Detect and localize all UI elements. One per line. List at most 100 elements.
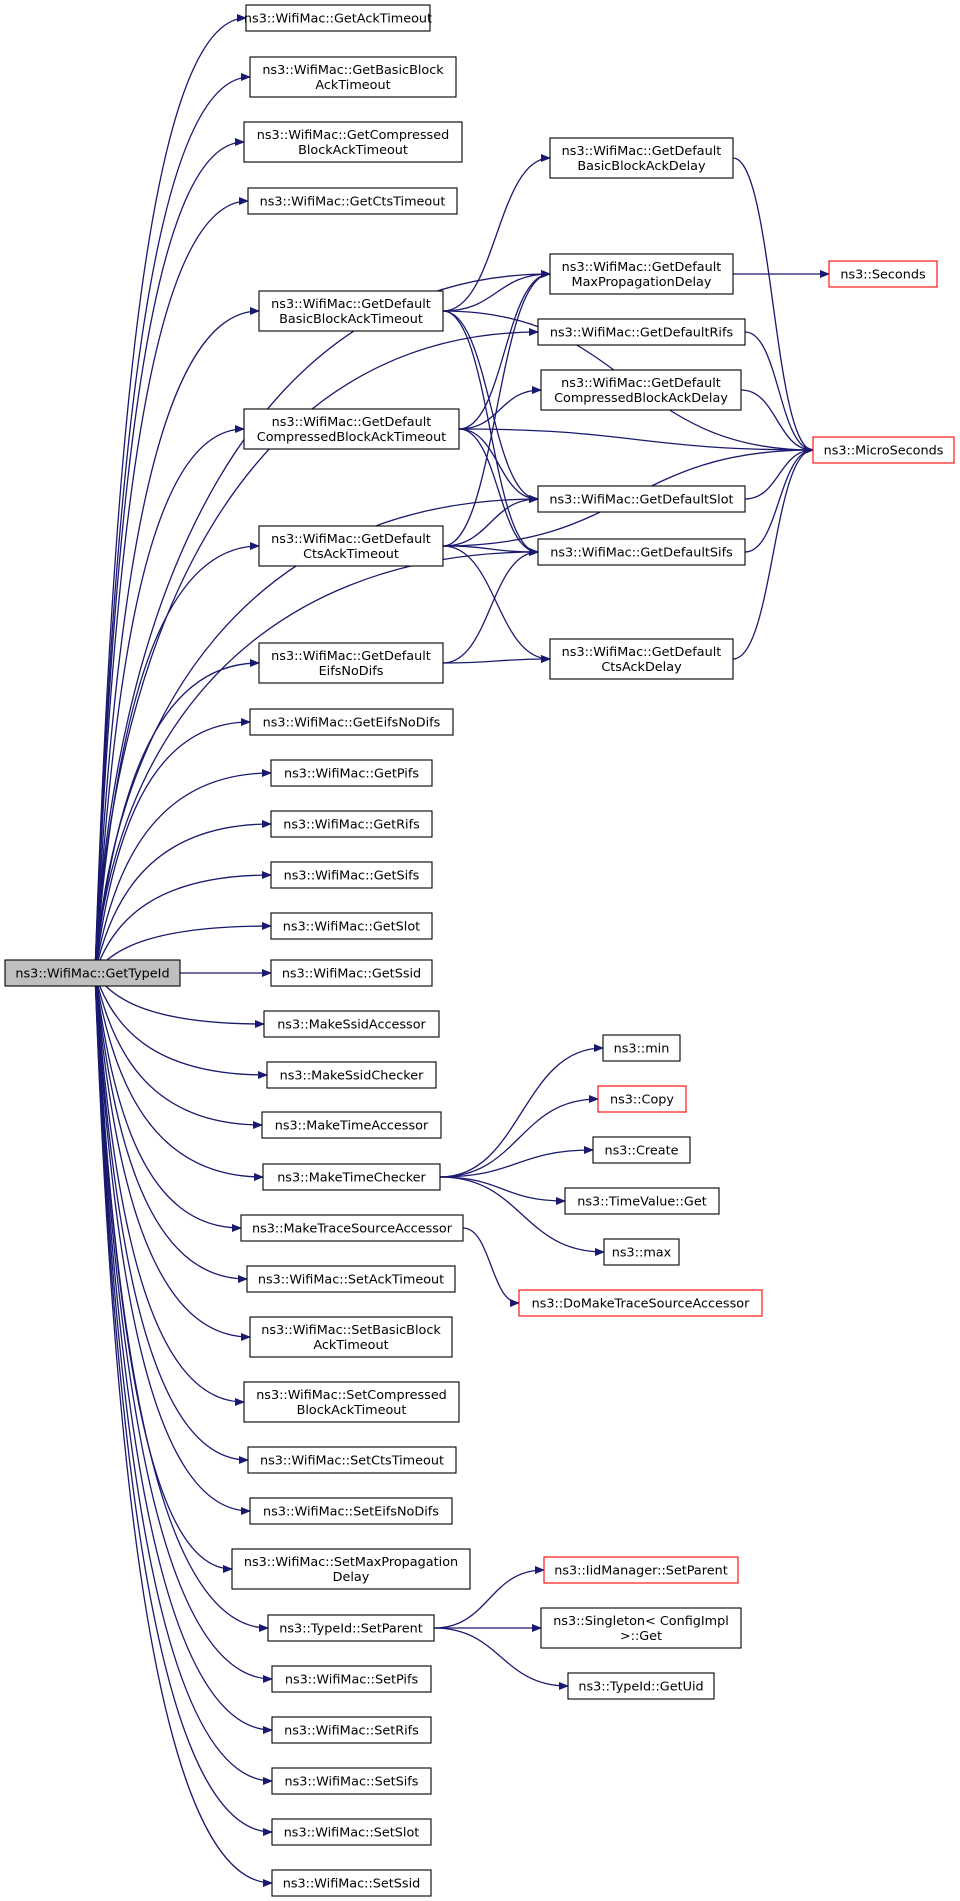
node-GetDefaultSifs[interactable]: ns3::WifiMac::GetDefaultSifs <box>537 538 746 566</box>
node-max[interactable]: ns3::max <box>603 1238 680 1266</box>
edge-GetDefaultCtsAckTimeout-to-GetDefaultCtsAckDelay <box>442 545 551 663</box>
node-box <box>270 759 433 787</box>
node-GetPifs[interactable]: ns3::WifiMac::GetPifs <box>270 759 433 787</box>
node-GetSifs[interactable]: ns3::WifiMac::GetSifs <box>270 861 433 889</box>
node-SetCtsTimeout[interactable]: ns3::WifiMac::SetCtsTimeout <box>247 1446 457 1474</box>
node-box <box>246 1265 456 1293</box>
node-label: ns3::TimeValue::Get <box>577 1195 706 1210</box>
node-label: ns3::WifiMac::GetDefault <box>561 376 721 391</box>
node-SetAckTimeout[interactable]: ns3::WifiMac::SetAckTimeout <box>246 1265 456 1293</box>
edge-GetTypeId-to-MakeTraceSourceAccessor <box>94 972 242 1232</box>
node-GetDefaultMaxPropagationDelay[interactable]: ns3::WifiMac::GetDefaultMaxPropagationDe… <box>549 253 734 295</box>
node-label: BasicBlockAckTimeout <box>279 312 423 327</box>
node-GetDefaultCompressedBlockAckDelay[interactable]: ns3::WifiMac::GetDefaultCompressedBlockA… <box>540 369 742 411</box>
node-box <box>258 642 444 684</box>
node-SetCompressedBlockAckTimeout[interactable]: ns3::WifiMac::SetCompressedBlockAckTimeo… <box>243 1381 460 1423</box>
node-label: ns3::WifiMac::SetAckTimeout <box>258 1273 444 1288</box>
node-TypeIdSetParent[interactable]: ns3::TypeId::SetParent <box>267 1614 435 1642</box>
node-label: ns3::MakeSsidAccessor <box>277 1018 426 1033</box>
node-GetCompressedBlockAckTimeout[interactable]: ns3::WifiMac::GetCompressedBlockAckTimeo… <box>243 121 463 163</box>
node-DoMakeTraceSourceAccessor[interactable]: ns3::DoMakeTraceSourceAccessor <box>518 1289 763 1317</box>
node-GetDefaultSlot[interactable]: ns3::WifiMac::GetDefaultSlot <box>537 485 746 513</box>
node-GetCtsTimeout[interactable]: ns3::WifiMac::GetCtsTimeout <box>247 187 458 215</box>
edge-GetDefaultBasicBlockAckTimeout-to-GetDefaultSifs <box>442 310 539 556</box>
node-label: ns3::MakeTimeChecker <box>277 1171 426 1186</box>
node-GetDefaultRifs[interactable]: ns3::WifiMac::GetDefaultRifs <box>537 318 746 346</box>
node-label: ns3::WifiMac::SetSlot <box>284 1826 420 1841</box>
node-GetSlot[interactable]: ns3::WifiMac::GetSlot <box>270 912 433 940</box>
node-GetDefaultBasicBlockAckTimeout[interactable]: ns3::WifiMac::GetDefaultBasicBlockAckTim… <box>258 290 444 332</box>
node-IidManagerSetParent[interactable]: ns3::IidManager::SetParent <box>543 1556 739 1584</box>
node-MakeTimeChecker[interactable]: ns3::MakeTimeChecker <box>262 1163 441 1191</box>
edge-MakeTraceSourceAccessor-to-DoMakeTraceSourceAccessor <box>462 1227 520 1307</box>
node-SetSlot[interactable]: ns3::WifiMac::SetSlot <box>271 1818 432 1846</box>
node-box <box>258 525 444 567</box>
edge-GetDefaultCompressedBlockAckTimeout-to-GetDefaultSifs <box>458 428 539 556</box>
node-label: ns3::WifiMac::GetDefaultSifs <box>550 546 733 561</box>
node-label: ns3::MicroSeconds <box>824 444 944 459</box>
node-Copy[interactable]: ns3::Copy <box>597 1085 687 1113</box>
node-MakeSsidChecker[interactable]: ns3::MakeSsidChecker <box>266 1061 437 1089</box>
edge-GetDefaultBasicBlockAckTimeout-to-GetDefaultSlot <box>442 310 539 503</box>
node-box <box>243 121 463 163</box>
node-box <box>540 1607 742 1649</box>
node-label: ns3::WifiMac::GetSsid <box>282 967 421 982</box>
node-GetAckTimeout[interactable]: ns3::WifiMac::GetAckTimeout <box>244 4 432 32</box>
edge-GetDefaultCompressedBlockAckDelay-to-MicroSeconds <box>740 389 814 454</box>
node-label: ns3::WifiMac::SetSsid <box>283 1877 421 1892</box>
node-label: ns3::Copy <box>610 1093 674 1108</box>
node-MakeTimeAccessor[interactable]: ns3::MakeTimeAccessor <box>261 1111 442 1139</box>
edge-GetTypeId-to-GetCompressedBlockAckTimeout <box>94 138 245 974</box>
node-box <box>247 1446 457 1474</box>
node-layer: ns3::WifiMac::GetTypeId ns3::WifiMac::Get… <box>4 4 955 1897</box>
node-label: ns3::WifiMac::GetSlot <box>283 920 420 935</box>
node-TypeIdGetUid[interactable]: ns3::TypeId::GetUid <box>567 1672 715 1700</box>
node-label: ns3::WifiMac::GetTypeId <box>15 967 169 982</box>
node-label: ns3::WifiMac::GetDefaultRifs <box>550 326 734 341</box>
node-GetRifs[interactable]: ns3::WifiMac::GetRifs <box>270 810 433 838</box>
node-min[interactable]: ns3::min <box>602 1034 681 1062</box>
node-box <box>263 1010 440 1038</box>
edge-GetTypeId-to-SetMaxPropagationDelay <box>94 972 233 1573</box>
node-label: ns3::TypeId::SetParent <box>279 1622 422 1637</box>
node-GetTypeId[interactable]: ns3::WifiMac::GetTypeId <box>4 959 181 987</box>
node-Seconds[interactable]: ns3::Seconds <box>828 260 938 288</box>
node-MakeTraceSourceAccessor[interactable]: ns3::MakeTraceSourceAccessor <box>240 1214 464 1242</box>
node-GetEifsNoDifs[interactable]: ns3::WifiMac::GetEifsNoDifs <box>249 708 454 736</box>
node-label: CtsAckTimeout <box>303 547 399 562</box>
node-label: ns3::WifiMac::SetPifs <box>285 1673 419 1688</box>
node-box <box>249 56 457 98</box>
node-label: ns3::IidManager::SetParent <box>554 1564 727 1579</box>
node-SetSifs[interactable]: ns3::WifiMac::SetSifs <box>271 1767 432 1795</box>
node-SetRifs[interactable]: ns3::WifiMac::SetRifs <box>271 1716 432 1744</box>
edge-GetTypeId-to-GetRifs <box>94 820 272 974</box>
node-TimeValueGet[interactable]: ns3::TimeValue::Get <box>564 1187 720 1215</box>
node-MakeSsidAccessor[interactable]: ns3::MakeSsidAccessor <box>263 1010 440 1038</box>
node-SetSsid[interactable]: ns3::WifiMac::SetSsid <box>271 1869 432 1897</box>
node-SetPifs[interactable]: ns3::WifiMac::SetPifs <box>271 1665 432 1693</box>
edge-GetTypeId-to-MakeSsidChecker <box>94 972 268 1079</box>
edge-GetTypeId-to-MakeTimeChecker <box>94 972 264 1181</box>
node-label: ns3::WifiMac::GetDefault <box>562 260 722 275</box>
node-MicroSeconds[interactable]: ns3::MicroSeconds <box>812 436 955 464</box>
node-GetDefaultCompressedBlockAckTimeout[interactable]: ns3::WifiMac::GetDefaultCompressedBlockA… <box>243 408 460 450</box>
node-GetDefaultBasicBlockAckDelay[interactable]: ns3::WifiMac::GetDefaultBasicBlockAckDel… <box>549 137 734 179</box>
node-box <box>537 318 746 346</box>
node-box <box>231 1548 471 1590</box>
node-label: ns3::MakeSsidChecker <box>280 1069 425 1084</box>
node-box <box>266 1061 437 1089</box>
node-SetEifsNoDifs[interactable]: ns3::WifiMac::SetEifsNoDifs <box>249 1497 453 1525</box>
node-label: ns3::WifiMac::GetCtsTimeout <box>260 195 446 210</box>
node-box <box>549 638 734 680</box>
node-box <box>270 810 433 838</box>
node-GetSsid[interactable]: ns3::WifiMac::GetSsid <box>270 959 433 987</box>
node-SingletonGet[interactable]: ns3::Singleton< ConfigImpl >::Get <box>540 1607 742 1649</box>
node-Create[interactable]: ns3::Create <box>592 1136 691 1164</box>
edge-GetTypeId-to-GetEifsNoDifs <box>94 718 251 974</box>
